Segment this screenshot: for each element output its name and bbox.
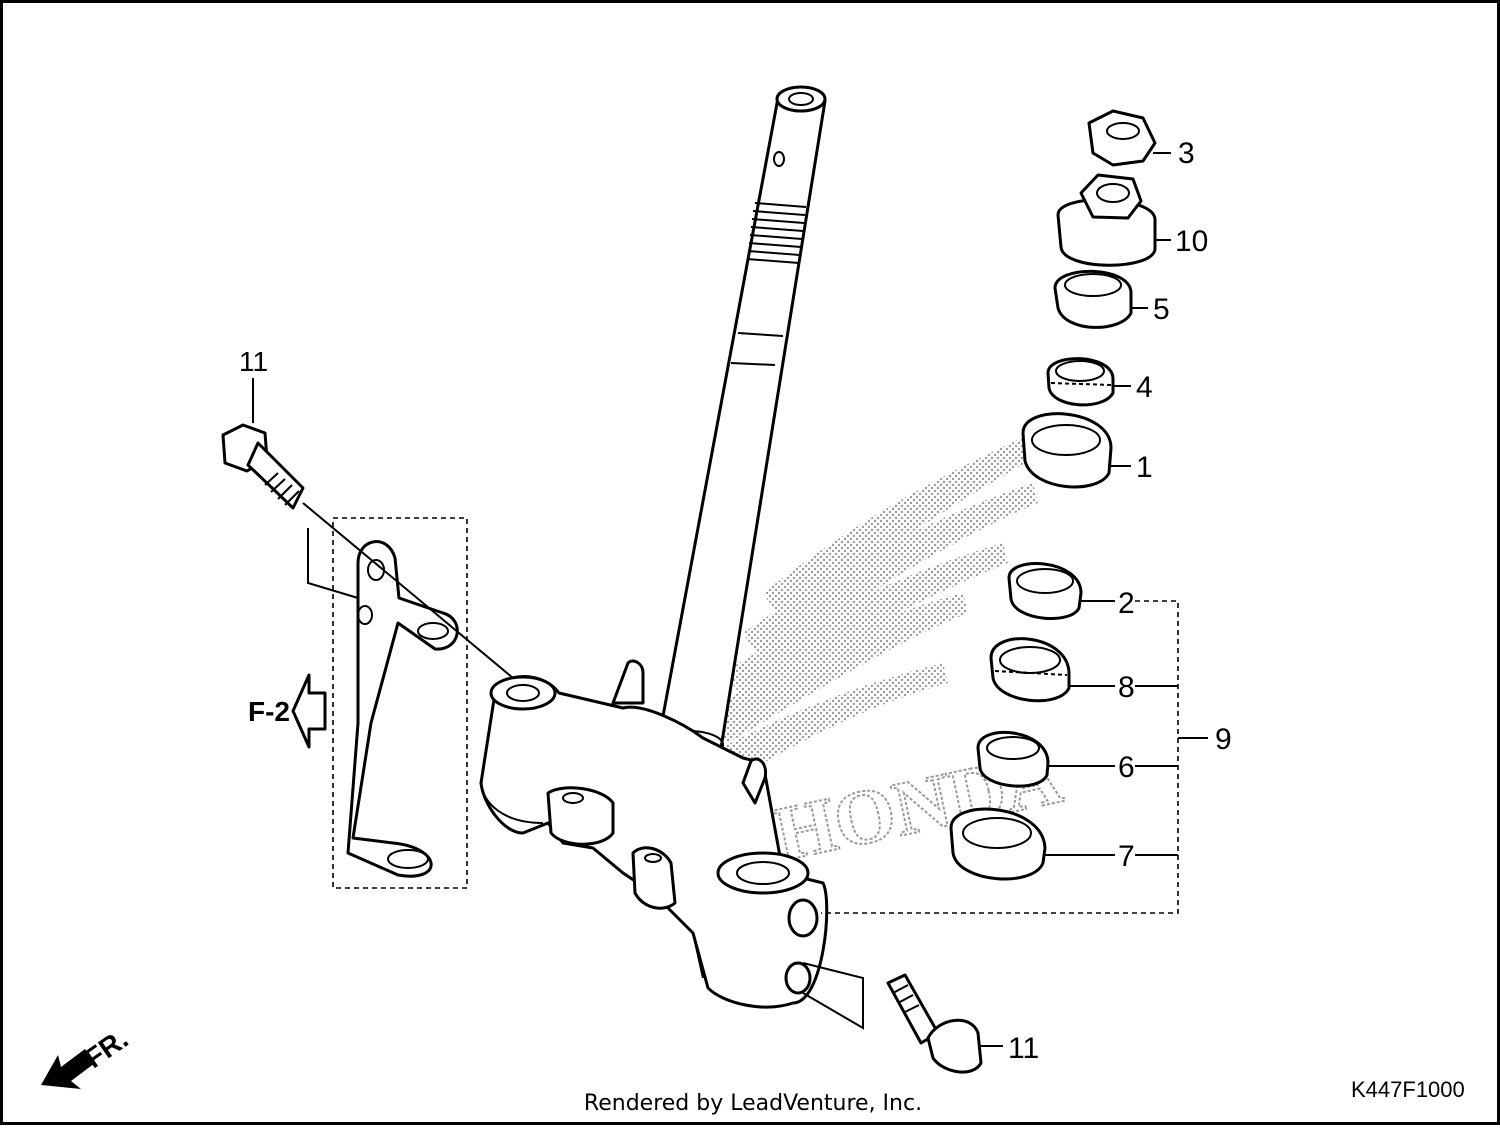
reference-arrow-label: F-2	[248, 696, 290, 727]
callout-2: 2	[1118, 587, 1135, 620]
steering-stem	[654, 85, 827, 760]
part-1-race	[1021, 412, 1131, 489]
diagram-code: K447F1000	[1351, 1077, 1465, 1102]
bolt-upper	[221, 378, 514, 679]
callout-11-top: 11	[239, 346, 268, 377]
part-6-seal	[976, 730, 1178, 788]
callout-3: 3	[1178, 137, 1195, 170]
part-10-adjuster	[1056, 173, 1171, 267]
bottom-bridge	[479, 659, 829, 1009]
callout-1: 1	[1136, 451, 1153, 484]
callout-4: 4	[1136, 371, 1153, 404]
hose-bracket	[307, 517, 468, 889]
callout-11-bottom: 11	[1008, 1032, 1039, 1065]
part-8-bearing	[989, 637, 1178, 703]
part-2-race	[821, 562, 1179, 914]
callout-10: 10	[1175, 225, 1208, 258]
bolt-lower	[802, 962, 1003, 1074]
front-direction-arrow: FR.	[41, 1023, 134, 1089]
callout-5: 5	[1153, 293, 1170, 326]
parts-diagram: HONDA	[41, 85, 1465, 1102]
render-credit: Rendered by LeadVenture, Inc.	[583, 1091, 923, 1116]
callout-9: 9	[1215, 723, 1232, 756]
callout-6: 6	[1118, 751, 1135, 784]
part-4-bearing	[1046, 357, 1131, 407]
part-7-seal	[949, 737, 1208, 881]
callout-8: 8	[1118, 671, 1135, 704]
reference-arrow-f2: F-2	[248, 673, 327, 749]
part-5-race	[1053, 269, 1148, 329]
part-3-nut	[1087, 109, 1171, 167]
callout-7: 7	[1118, 840, 1135, 873]
